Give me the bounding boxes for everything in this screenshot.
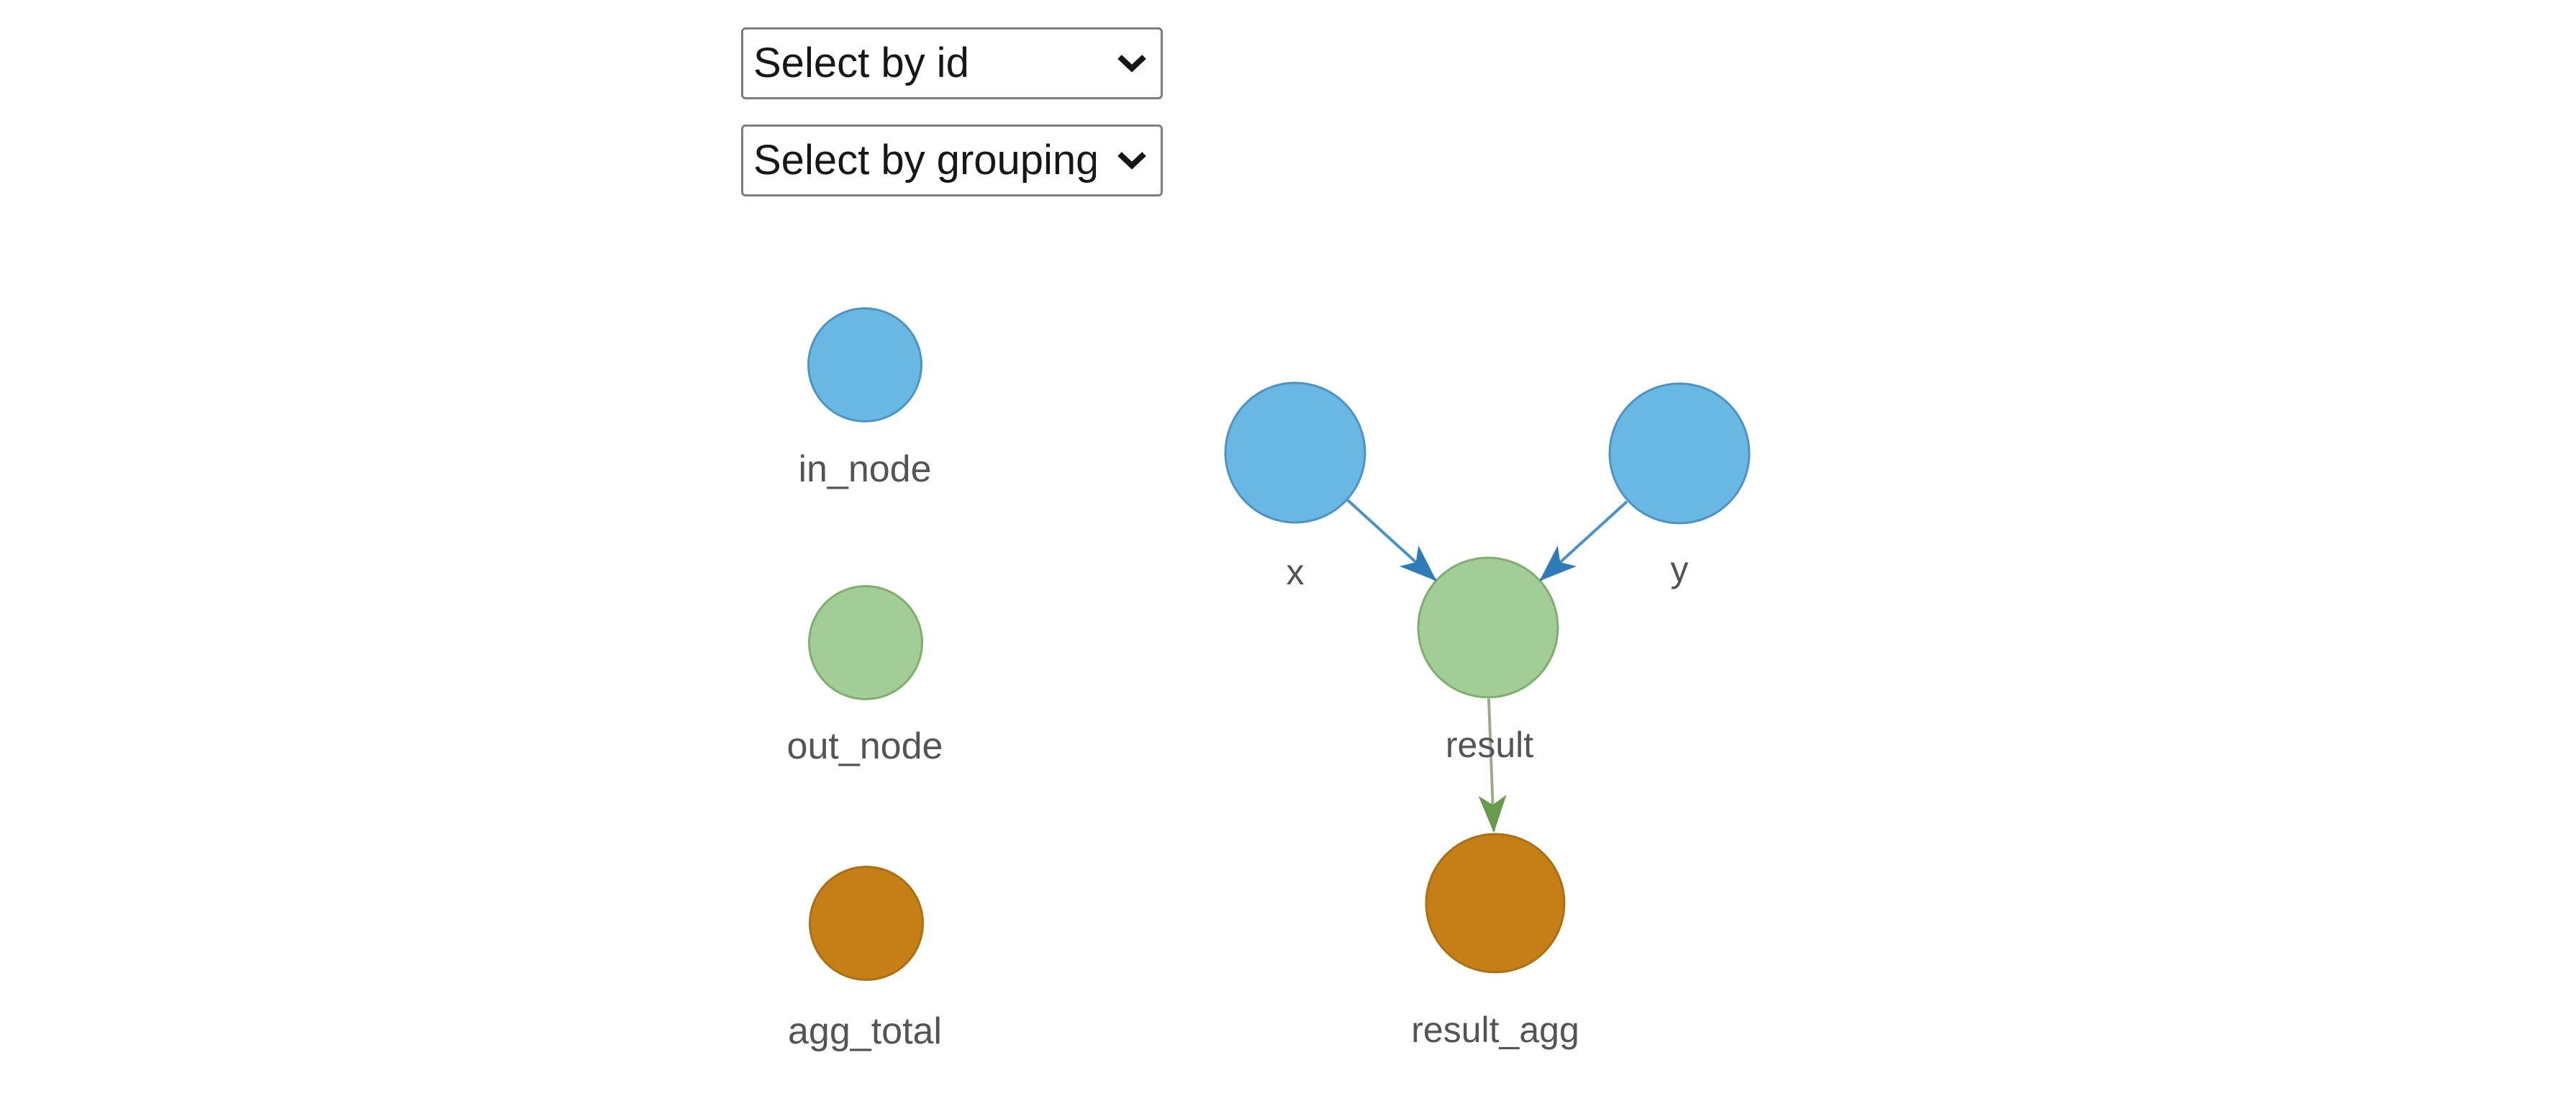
graph-node-y[interactable]	[1608, 382, 1751, 525]
graph-node-result-label: result	[1446, 725, 1533, 765]
legend-agg-total-circle	[809, 866, 924, 981]
legend-out-node-label: out_node	[786, 725, 943, 767]
select-by-grouping-dropdown[interactable]: Select by grouping	[741, 125, 1163, 196]
graph-node-x[interactable]	[1224, 381, 1366, 524]
select-by-id-dropdown[interactable]: Select by id	[741, 27, 1163, 99]
legend-out-node-circle	[808, 585, 923, 700]
graph-node-result[interactable]	[1417, 556, 1559, 699]
legend-agg-total-label: agg_total	[788, 1010, 942, 1052]
graph-node-result-agg-label: result_agg	[1411, 1010, 1579, 1050]
graph-node-x-label: x	[1287, 552, 1305, 592]
select-by-id-wrapper: Select by id	[741, 27, 1163, 99]
graph-node-y-label: y	[1671, 549, 1689, 589]
edge-result-to-result-agg	[1478, 698, 1507, 833]
graph-node-result-agg[interactable]	[1425, 833, 1566, 974]
legend-in-node-label: in_node	[798, 448, 932, 490]
edge-y-to-result	[1539, 500, 1628, 581]
select-by-grouping-wrapper: Select by grouping	[741, 125, 1163, 196]
edge-x-to-result	[1346, 499, 1437, 581]
legend-in-node-circle	[807, 307, 922, 422]
